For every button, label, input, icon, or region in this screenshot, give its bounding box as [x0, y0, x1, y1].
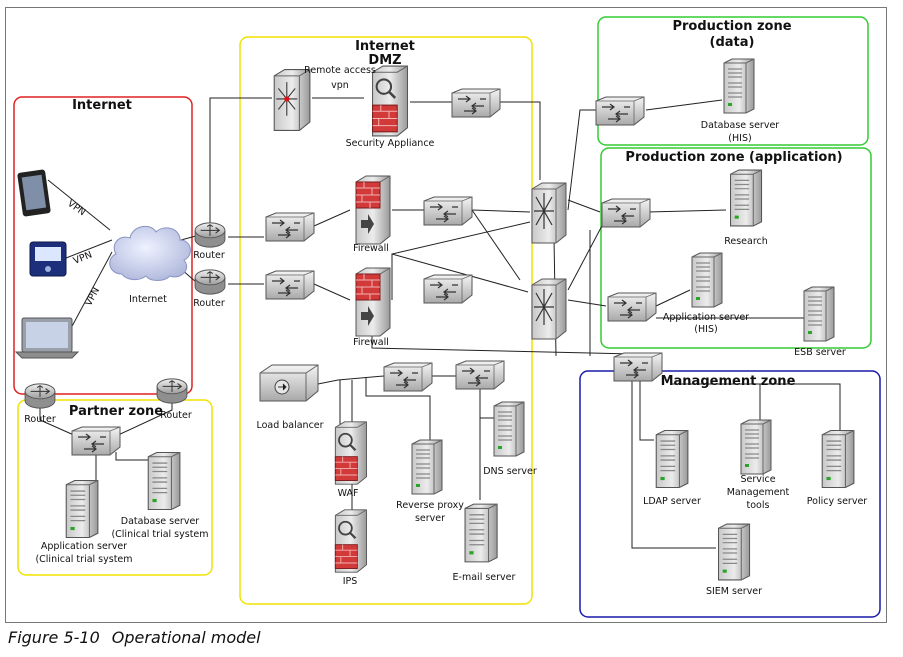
remote-access-label: Remote access: [304, 65, 376, 76]
production-data-zone-title: Production zone: [672, 19, 791, 34]
production-data-zone: [597, 16, 869, 146]
remote-access-vpn-icon: [273, 69, 311, 131]
reverse-proxy-server-icon: [411, 439, 443, 495]
production-data-zone-title: (data): [710, 35, 755, 50]
dns-server-label: DNS server: [483, 466, 537, 477]
database-server-label: Database server: [701, 120, 780, 131]
switch-icon: [613, 352, 663, 382]
switch-icon: [455, 360, 505, 390]
load-balancer-icon: [259, 364, 319, 402]
research-server-icon: [729, 169, 763, 227]
ips-label: IPS: [343, 576, 358, 587]
internet-zone: [13, 96, 193, 395]
email-server-icon: [464, 503, 498, 563]
ldap-server-icon: [655, 429, 689, 489]
switch-icon: [383, 362, 433, 392]
partner-database-label: (Clinical trial system: [111, 529, 208, 540]
research-label: Research: [724, 236, 768, 247]
switch-icon: [423, 196, 473, 226]
management-zone-title: Management zone: [661, 374, 796, 389]
internet-cloud-icon: [109, 225, 191, 281]
partner-zone-title: Partner zone: [69, 404, 163, 419]
router-icon: [24, 383, 56, 409]
firewall-label: Firewall: [353, 337, 389, 348]
partner-application-label: (Clinical trial system: [35, 554, 132, 565]
partner-database-label: Database server: [121, 516, 200, 527]
switch-icon: [71, 426, 121, 456]
esb-server-label: ESB server: [794, 347, 846, 358]
switch-icon: [265, 270, 315, 300]
service-management-label: Management: [727, 487, 790, 498]
policy-server-icon: [821, 429, 855, 489]
firewall-icon: [355, 267, 391, 337]
siem-server-icon: [717, 523, 751, 581]
dns-server-icon: [493, 401, 525, 457]
partner-database-server-icon: [147, 451, 181, 511]
application-server-label: Application server: [663, 312, 749, 323]
waf-label: WAF: [338, 488, 359, 499]
reverse-proxy-label: server: [415, 513, 445, 524]
partner-application-server-icon: [65, 479, 99, 539]
figure-number: Figure 5-10: [8, 628, 100, 647]
tablet-icon: [17, 169, 51, 217]
email-server-label: E-mail server: [453, 572, 516, 583]
waf-icon: [334, 420, 368, 486]
switch-icon: [595, 96, 645, 126]
policy-server-label: Policy server: [807, 496, 868, 507]
production-app-zone: [600, 147, 872, 349]
switch-icon: [607, 292, 657, 322]
router-label: Router: [24, 414, 56, 425]
labels: Internet Internet DMZ Production zone (d…: [24, 19, 867, 597]
router-label: Router: [193, 298, 225, 309]
ips-icon: [334, 508, 368, 574]
cloud-label: Internet: [129, 294, 167, 305]
vpn-label: VPN: [72, 249, 94, 266]
partner-zone: [17, 399, 213, 576]
firewall-icon: [355, 175, 391, 245]
devices: [14, 58, 855, 581]
partner-application-label: Application server: [41, 541, 127, 552]
vpn-label: VPN: [83, 286, 102, 308]
router-label: Router: [160, 410, 192, 421]
switch-icon: [265, 212, 315, 242]
service-management-server-icon: [740, 419, 772, 475]
ldap-server-label: LDAP server: [643, 496, 701, 507]
router-label: Router: [193, 250, 225, 261]
vpn-label: VPN: [65, 198, 87, 218]
security-appliance-icon: [371, 64, 409, 138]
security-appliance-label: Security Appliance: [346, 138, 435, 149]
application-server-icon: [691, 252, 723, 308]
firewall-label: Firewall: [353, 243, 389, 254]
internet-zone-title: Internet: [72, 98, 132, 113]
service-management-label: Service: [740, 474, 775, 485]
switch-icon: [451, 88, 501, 118]
diagram-frame: [5, 7, 887, 623]
router-icon: [194, 269, 226, 295]
switch-icon: [423, 274, 473, 304]
service-management-label: tools: [747, 500, 770, 511]
core-switch-icon: [531, 278, 567, 340]
remote-access-label: vpn: [331, 80, 349, 91]
router-icon: [194, 222, 226, 248]
dmz-zone-title: DMZ: [368, 53, 401, 68]
siem-server-label: SIEM server: [706, 586, 762, 597]
load-balancer-label: Load balancer: [256, 420, 323, 431]
phone-icon: [29, 241, 67, 277]
dmz-zone-title: Internet: [355, 39, 415, 54]
application-server-label: (HIS): [694, 324, 717, 335]
core-switch-icon: [531, 182, 567, 244]
switch-icon: [601, 198, 651, 228]
figure-title: Operational model: [111, 628, 261, 647]
management-zone: [579, 370, 881, 618]
database-server-label: (HIS): [728, 133, 751, 144]
production-app-zone-title: Production zone (application): [625, 150, 842, 165]
laptop-icon: [14, 317, 80, 359]
esb-server-icon: [803, 286, 835, 342]
reverse-proxy-label: Reverse proxy: [396, 500, 464, 511]
database-server-icon: [723, 58, 755, 114]
router-icon: [156, 378, 188, 404]
figure-caption: Figure 5-10 Operational model: [8, 628, 261, 647]
